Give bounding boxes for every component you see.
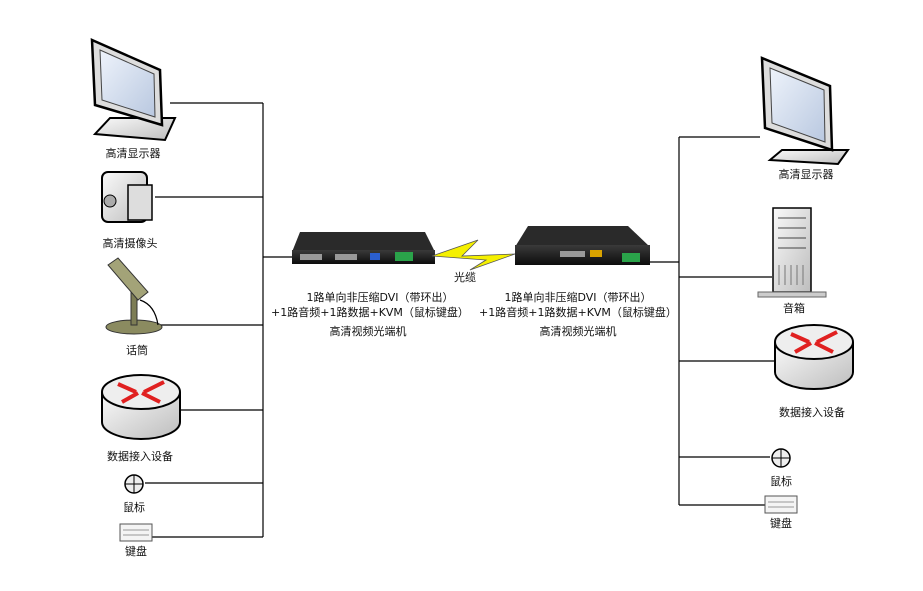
receiver-desc-line2: +1路音频+1路数据+KVM（鼠标键盘） <box>479 305 677 319</box>
label-left-data-device: 数据接入设备 <box>107 449 173 463</box>
label-fiber: 光缆 <box>454 270 476 284</box>
microphone-icon <box>105 257 163 335</box>
router-icon <box>774 324 854 390</box>
label-camera: 高清摄像头 <box>103 236 158 250</box>
optical-receiver-icon <box>515 226 650 265</box>
label-speaker: 音箱 <box>783 301 805 315</box>
keyboard-icon <box>764 495 798 514</box>
router-icon <box>101 374 181 440</box>
speaker-icon <box>757 207 827 298</box>
mouse-icon <box>771 448 791 468</box>
left-connection-lines <box>145 102 292 538</box>
fiber-link-icon <box>431 239 516 271</box>
monitor-icon <box>90 38 177 142</box>
label-microphone: 话筒 <box>126 343 148 357</box>
label-right-data-device: 数据接入设备 <box>779 405 845 419</box>
transmitter-desc-line1: 1路单向非压缩DVI（带环出） <box>306 290 453 304</box>
label-right-keyboard: 键盘 <box>770 516 792 530</box>
label-left-monitor: 高清显示器 <box>106 146 161 160</box>
label-right-mouse: 鼠标 <box>770 474 792 488</box>
receiver-name: 高清视频光端机 <box>540 324 617 338</box>
label-left-keyboard: 键盘 <box>125 544 147 558</box>
camera-icon <box>101 171 153 223</box>
transmitter-desc-line2: +1路音频+1路数据+KVM（鼠标键盘） <box>271 305 469 319</box>
label-left-mouse: 鼠标 <box>123 500 145 514</box>
receiver-desc-line1: 1路单向非压缩DVI（带环出） <box>504 290 651 304</box>
mouse-icon <box>124 474 144 494</box>
label-right-monitor: 高清显示器 <box>779 167 834 181</box>
transmitter-name: 高清视频光端机 <box>330 324 407 338</box>
optical-transmitter-icon <box>292 232 435 264</box>
right-connection-lines <box>642 136 775 506</box>
keyboard-icon <box>119 523 153 542</box>
monitor-icon <box>760 56 850 166</box>
